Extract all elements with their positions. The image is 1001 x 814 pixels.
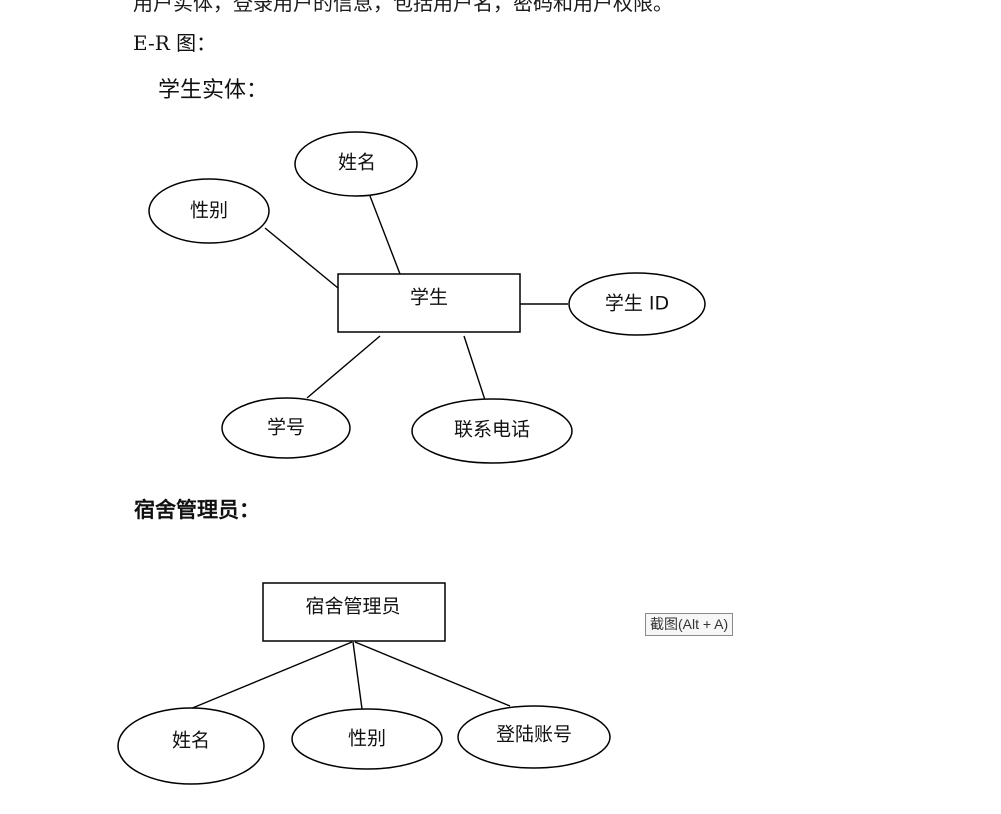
student-er-diagram: 学生 姓名 性别 学生 ID 学号 联系电话: [148, 131, 706, 464]
student-entity-heading: 学生实体：: [158, 78, 269, 103]
attribute-gender-label: 性别: [190, 200, 228, 222]
admin-attribute-gender-node: [291, 708, 443, 770]
connector-admin-name: [189, 641, 353, 710]
dorm-admin-er-diagram: 宿舍管理员 姓名 性别 登陆账号: [117, 582, 611, 785]
admin-attribute-account-node: [457, 705, 611, 769]
student-entity-label: 学生: [410, 287, 448, 309]
dorm-admin-entity-label: 宿舍管理员: [305, 596, 400, 618]
connector-student-phone: [463, 335, 486, 401]
attribute-name-node: [294, 131, 418, 197]
attribute-name-label: 姓名: [338, 152, 376, 174]
connector-admin-account: [354, 641, 511, 707]
connector-student-name: [369, 195, 401, 275]
attribute-gender-node: [148, 178, 270, 244]
attribute-phone-node: [411, 398, 573, 464]
er-diagram-heading: E-R 图：: [133, 31, 217, 55]
dorm-admin-entity-box: [262, 582, 446, 642]
connector-admin-gender: [352, 641, 363, 710]
admin-attribute-name-label: 姓名: [172, 730, 210, 752]
screenshot-shortcut-tooltip: 截图(Alt + A): [645, 613, 734, 636]
connector-student-number: [306, 335, 381, 399]
attribute-student-number-node: [221, 397, 351, 459]
admin-attribute-name-node: [117, 707, 265, 785]
dorm-admin-heading: 宿舍管理员：: [134, 498, 260, 522]
attribute-student-id-node: [568, 272, 706, 336]
student-entity-box: [337, 273, 521, 333]
attribute-student-id-label: 学生 ID: [605, 293, 669, 315]
connector-student-gender: [264, 227, 339, 289]
attribute-phone-label: 联系电话: [454, 419, 530, 441]
admin-attribute-account-label: 登陆账号: [496, 724, 572, 746]
clipped-top-line: 用户实体，登录用户的信息，包括用户名，密码和用户权限。: [133, 0, 673, 15]
admin-attribute-gender-label: 性别: [348, 728, 386, 750]
attribute-student-number-label: 学号: [267, 417, 305, 439]
